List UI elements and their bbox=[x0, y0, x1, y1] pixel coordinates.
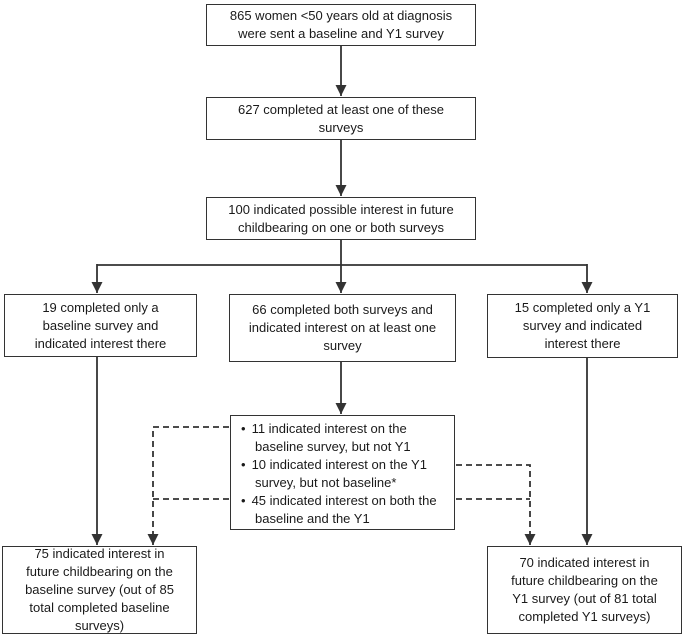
box-both-surveys: 66 completed both surveys and indicated … bbox=[229, 294, 456, 362]
breakdown-item-baseline-not-y1: 11 indicated interest on the baseline su… bbox=[241, 420, 446, 456]
box-completed-surveys: 627 completed at least one of these surv… bbox=[206, 97, 476, 140]
breakdown-item-y1-not-baseline: 10 indicated interest on the Y1 survey, … bbox=[241, 456, 446, 492]
dashed-arrow-breakdown-to-baseline-total bbox=[147, 426, 229, 545]
box-y1-only-label: 15 completed only a Y1 survey and indica… bbox=[514, 300, 651, 351]
dashed-arrow-breakdown-to-y1-total bbox=[456, 464, 536, 545]
box-both-surveys-label: 66 completed both surveys and indicated … bbox=[248, 302, 437, 353]
interest-breakdown-list: 11 indicated interest on the baseline su… bbox=[231, 416, 454, 532]
box-completed-surveys-label: 627 completed at least one of these surv… bbox=[238, 101, 444, 135]
box-baseline-total-label: 75 indicated interest in future childbea… bbox=[25, 546, 174, 633]
box-sent-surveys-label: 865 women <50 years old at diagnosis wer… bbox=[229, 8, 453, 41]
box-indicated-interest: 100 indicated possible interest in futur… bbox=[206, 197, 476, 240]
breakdown-item-both: 45 indicated interest on both the baseli… bbox=[241, 492, 446, 528]
box-sent-surveys: 865 women <50 years old at diagnosis wer… bbox=[206, 4, 476, 46]
box-baseline-only: 19 completed only a baseline survey and … bbox=[4, 294, 197, 357]
box-baseline-only-label: 19 completed only a baseline survey and … bbox=[34, 299, 167, 351]
box-interest-breakdown: 11 indicated interest on the baseline su… bbox=[230, 415, 455, 530]
box-y1-only: 15 completed only a Y1 survey and indica… bbox=[487, 294, 678, 358]
box-baseline-total: 75 indicated interest in future childbea… bbox=[2, 546, 197, 634]
box-y1-total-label: 70 indicated interest in future childbea… bbox=[511, 555, 658, 624]
box-indicated-interest-label: 100 indicated possible interest in futur… bbox=[228, 201, 454, 235]
box-y1-total: 70 indicated interest in future childbea… bbox=[487, 546, 682, 634]
